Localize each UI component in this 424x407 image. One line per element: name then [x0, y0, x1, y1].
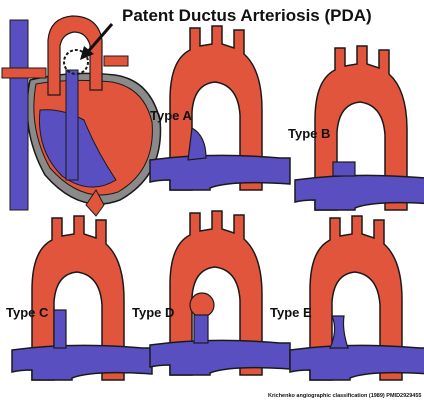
pulmonary-artery-shape-a	[150, 155, 290, 190]
vena-cava-shape	[10, 20, 28, 210]
diagram-title: Patent Ductus Arteriosis (PDA)	[122, 6, 372, 26]
label-type-d: Type D	[132, 305, 174, 320]
pulmonary-vein-left-shape	[2, 68, 46, 78]
label-type-c: Type C	[6, 305, 48, 320]
ductus-shape-d	[194, 315, 208, 343]
pulmonary-artery-shape-e	[290, 345, 424, 380]
panel-type-e	[290, 216, 424, 380]
pulmonary-vein-right-shape	[104, 56, 128, 66]
heart-illustration	[2, 16, 161, 216]
label-type-b: Type B	[288, 126, 330, 141]
panel-type-d	[150, 211, 290, 375]
label-type-a: Type A	[150, 108, 192, 123]
ductus-shape-b	[333, 162, 355, 176]
pulmonary-artery-shape-c	[12, 345, 152, 380]
pulmonary-trunk-shape	[66, 70, 78, 180]
label-type-e: Type E	[270, 305, 312, 320]
panel-type-c	[12, 216, 152, 380]
ductus-aneurysm-shape-d	[190, 293, 214, 317]
ductus-shape-c	[54, 310, 66, 348]
source-caption: Krichenko angiographic classification (1…	[268, 393, 421, 399]
pulmonary-artery-shape-d	[150, 340, 290, 375]
